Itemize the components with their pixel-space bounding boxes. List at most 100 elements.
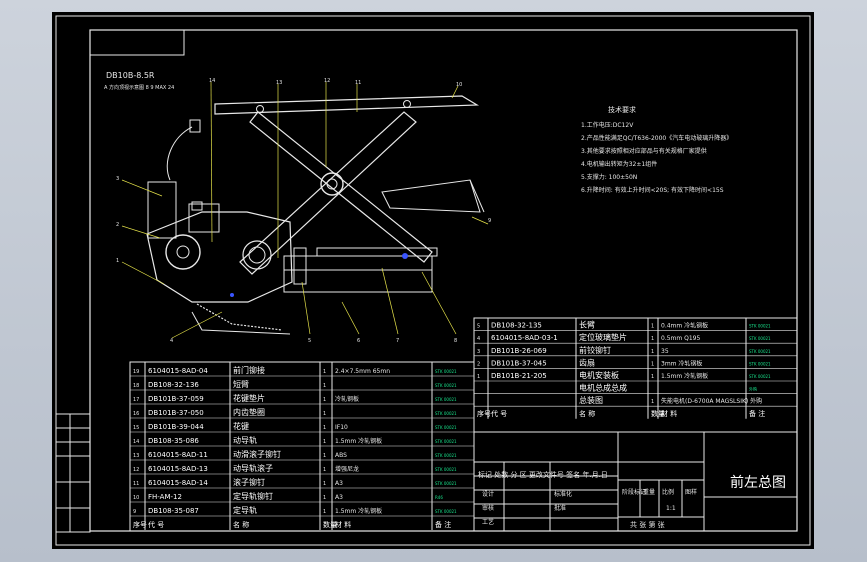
bom-left-row-note: STK 00021 [435, 481, 457, 486]
balloon-13: 13 [276, 80, 282, 86]
scale-value: 1:1 [666, 505, 676, 512]
bom-right-row-qty: 1 [651, 324, 654, 330]
balloon-labels: 14 13 12 11 10 9 8 7 3 2 1 6 5 4 [116, 78, 491, 344]
bom-left-row-name: 定导轨 [233, 505, 257, 515]
bom-right-row-name: 定位玻璃垫片 [579, 332, 627, 342]
bom-left-row-name: 花键 [233, 421, 249, 431]
tech-item-3: 3.其他要求按照相对应部品与有关规格厂家提供 [581, 147, 707, 155]
bom-left-row-name: 花键垫片 [233, 393, 265, 403]
bom-left-table [129, 361, 475, 532]
role-standard: 标准化 [554, 490, 572, 498]
bom-right-row-name: 前铰铆钉 [579, 345, 611, 355]
bom-left-row-code: 6104015-8AD-11 [148, 451, 208, 459]
lower-rail [316, 247, 438, 257]
bom-left-row-mat: 2.4×7.5mm 65mn [335, 368, 390, 375]
bom-left-row-qty: 1 [323, 439, 326, 445]
motor-mounting-plate [146, 211, 293, 303]
bom-left-row-qty: 1 [323, 453, 326, 459]
bom-left-row-note: STK 00021 [435, 411, 457, 416]
bom-left-row-qty: 1 [323, 369, 326, 375]
bom-left-row-qty: 1 [323, 411, 326, 417]
outer-border [55, 15, 811, 546]
balloon-14: 14 [209, 78, 215, 84]
drawing-title: 前左总图 [730, 474, 786, 491]
short-arm [249, 111, 433, 263]
scale-label: 比例 [662, 488, 674, 496]
bom-left-row-mat: 1.5mm 冷轧钢板 [335, 437, 382, 445]
bom-left-header-code: 代 号 [148, 520, 164, 529]
bom-right-header-name: 名 称 [579, 409, 595, 418]
bom-right-row-code: DB101B-26-069 [491, 347, 547, 355]
sign-header: 标记 处数 分 区 更改文件号 签名 年.月.日 [478, 470, 608, 479]
sector-gear-edge [191, 311, 291, 335]
role-design: 设计 [482, 490, 494, 498]
bom-left-row-code: 6104015-8AD-14 [148, 479, 208, 487]
bom-left-row-code: DB101B-39-044 [148, 423, 204, 431]
bom-right-row-name: 齿扇 [579, 357, 595, 367]
balloon-4: 4 [170, 338, 173, 344]
bom-left-row-code: 6104015-8AD-04 [148, 367, 208, 375]
motor-cable [166, 126, 193, 181]
balloon-7: 7 [396, 338, 399, 344]
bom-left-row-mat: ABS [335, 452, 347, 459]
top-rail [214, 95, 480, 115]
motor-body [147, 181, 177, 239]
bom-left-row-no: 10 [133, 495, 139, 501]
bom-left-row-no: 19 [133, 369, 139, 375]
tech-item-1: 1.工作电压:DC12V [581, 121, 634, 129]
bom-left-row-no: 17 [133, 397, 139, 403]
sector-gear-teeth [196, 303, 283, 331]
connector [189, 119, 201, 133]
bom-right-row-qty: 1 [651, 349, 654, 355]
balloon-10: 10 [456, 82, 462, 88]
tech-heading: 技术要求 [608, 105, 636, 114]
bom-left-row-note: STK 00021 [435, 509, 457, 514]
bom-right-row-name: 电机总成总成 [579, 383, 627, 393]
bom-left-row-no: 15 [133, 425, 139, 431]
bom-right-row-qty: 1 [651, 374, 654, 380]
bom-right-row-mat: 3mm 冷轧钢板 [661, 359, 702, 367]
left-margin-table [55, 413, 91, 533]
bom-left-row-note: STK 00021 [435, 369, 457, 374]
bom-right-row-mat: 0.4mm 冷轧钢板 [661, 322, 708, 330]
detail-note: A 方向顶视示意图 8 9 MAX 24 [104, 84, 174, 91]
detail-label: DB10B-8.5R [106, 71, 155, 80]
balloon-6: 6 [357, 338, 360, 344]
bom-right-row-note: STK 00021 [749, 324, 771, 329]
sheet-type-label: 图样 [685, 488, 697, 496]
bom-left-row-code: DB108-32-136 [148, 381, 199, 389]
role-approve: 批准 [554, 504, 566, 512]
bom-left-header-qty: 数量 [323, 520, 337, 529]
bom-left-row-qty: 1 [323, 495, 326, 501]
bom-left-row-no: 9 [133, 509, 136, 515]
bom-left-row-mat: A3 [335, 480, 343, 487]
title-block: 标记 处数 分 区 更改文件号 签名 年.月.日 设计 审核 工艺 标准化 批准… [473, 431, 798, 532]
bom-left-row-no: 16 [133, 411, 139, 417]
bom-left-row-mat: 1.5mm 冷轧钢板 [335, 507, 382, 515]
bom-right-row-mat: 0.5mm Q195 [661, 335, 700, 342]
balloon-leaders [121, 81, 489, 339]
bom-right-row-no: 2 [477, 361, 480, 367]
bom-left-row-qty: 1 [323, 509, 326, 515]
rail-rivet [402, 253, 408, 259]
bom-left-row-mat: 增强尼龙 [335, 465, 359, 473]
rail-roller-right [403, 100, 411, 108]
bom-left-row-note: STK 00021 [435, 397, 457, 402]
bom-right-header-no: 序号 [477, 409, 491, 418]
bom-left-row-code: DB101B-37-059 [148, 395, 204, 403]
bom-right-row-no: 5 [477, 324, 480, 330]
bom-right-row-code: DB108-32-135 [491, 322, 542, 330]
bom-left-row-code: 6104015-8AD-13 [148, 465, 208, 473]
bom-right-header-mat: 材 料 [661, 409, 677, 418]
pinion-gear-inner [248, 246, 266, 264]
bom-left-row-code: DB108-35-087 [148, 507, 199, 515]
bom-right-row-note: STK 00021 [749, 374, 771, 379]
bom-left-row-name: 滚子铆钉 [233, 477, 265, 487]
bom-left-header-note: 备 注 [435, 520, 451, 529]
tech-requirements: 技术要求 1.工作电压:DC12V 2.产品性能满足QC/T636-2000《汽… [581, 105, 732, 194]
drive-gear-hub [176, 245, 190, 259]
balloon-1: 1 [116, 258, 119, 264]
bom-right-row-no: 4 [477, 336, 480, 342]
bom-left-row-qty: 1 [323, 383, 326, 389]
role-process: 工艺 [482, 518, 494, 526]
